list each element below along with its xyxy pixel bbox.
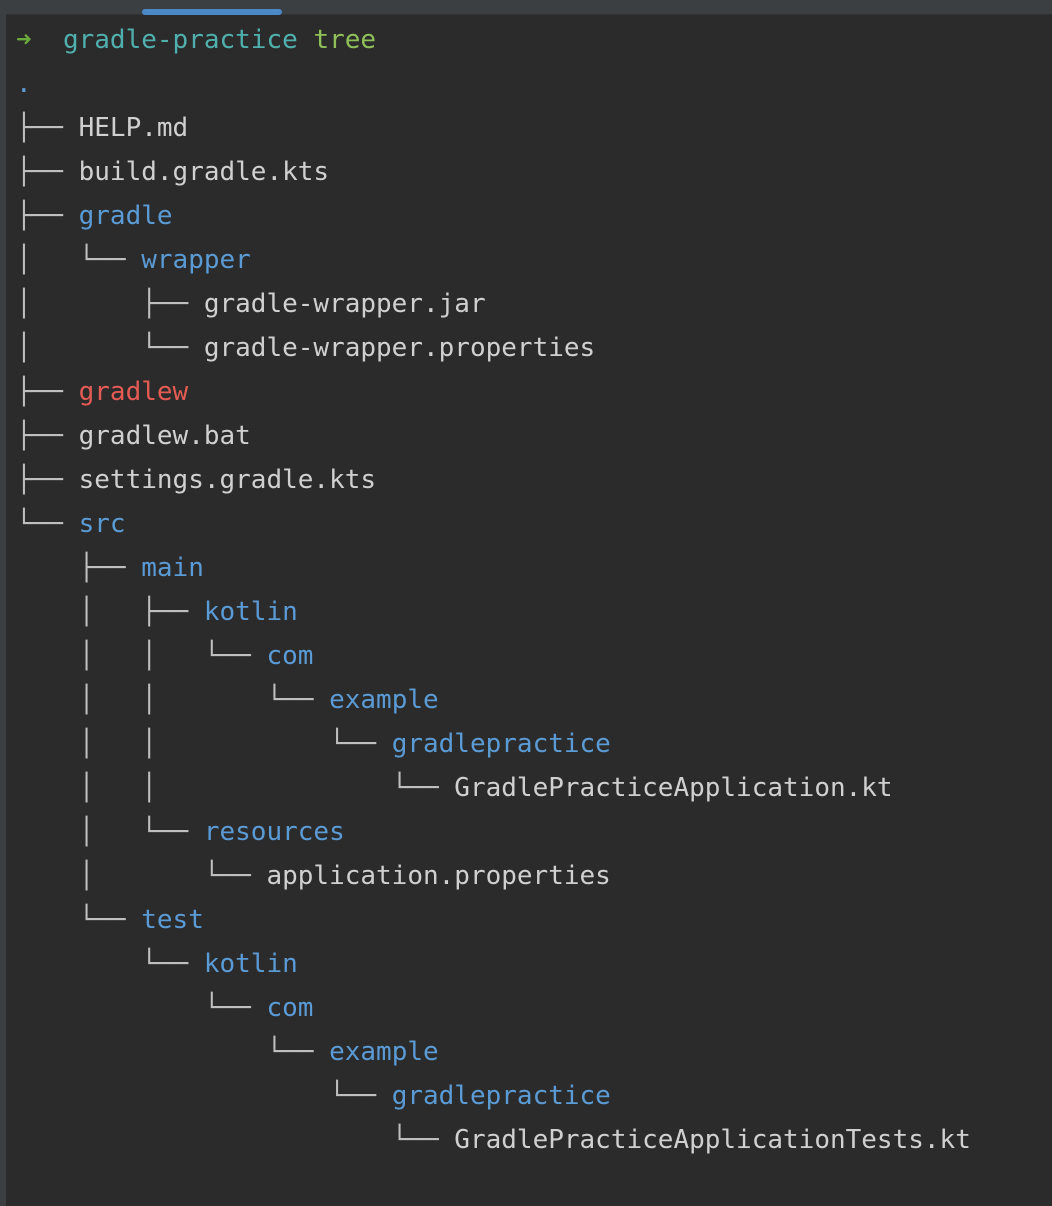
tree-branch-prefix: └── <box>16 1125 455 1155</box>
tree-line: ├── main <box>16 546 1052 590</box>
tree-line: │ │ └── example <box>16 678 1052 722</box>
tree-line: │ ├── gradle-wrapper.jar <box>16 282 1052 326</box>
tree-line: └── src <box>16 502 1052 546</box>
tree-branch-prefix: │ └── <box>16 245 142 275</box>
prompt-command: tree <box>313 25 377 55</box>
tree-root: . <box>16 69 32 99</box>
tree-line: └── GradlePracticeApplicationTests.kt <box>16 1118 1052 1162</box>
tree-branch-prefix: │ │ └── <box>16 729 392 759</box>
tree-directory-name: main <box>141 553 204 583</box>
tree-branch-prefix: │ │ └── <box>16 685 330 715</box>
tree-line: └── gradlepractice <box>16 1074 1052 1118</box>
tree-file-name: GradlePracticeApplication.kt <box>454 773 893 803</box>
tree-directory-name: gradlepractice <box>391 1081 611 1111</box>
tree-file-name: gradle-wrapper.jar <box>203 289 486 319</box>
tree-line: ├── HELP.md <box>16 106 1052 150</box>
tree-directory-name: kotlin <box>203 949 298 979</box>
tree-line: │ └── gradle-wrapper.properties <box>16 326 1052 370</box>
tree-file-name: application.properties <box>266 861 611 891</box>
tree-line: │ │ └── com <box>16 634 1052 678</box>
tree-file-name: settings.gradle.kts <box>78 465 377 495</box>
tree-directory-name: gradlepractice <box>391 729 611 759</box>
tree-branch-prefix: ├── <box>16 113 79 143</box>
tree-line: ├── settings.gradle.kts <box>16 458 1052 502</box>
active-tab-indicator[interactable] <box>142 9 282 15</box>
tree-line: │ │ └── gradlepractice <box>16 722 1052 766</box>
tree-line: │ │ └── GradlePracticeApplication.kt <box>16 766 1052 810</box>
tree-branch-prefix: │ │ └── <box>16 773 455 803</box>
tree-line: │ └── resources <box>16 810 1052 854</box>
terminal-output[interactable]: ➜ gradle-practice tree . ├── HELP.md├── … <box>16 18 1052 1206</box>
tree-branch-prefix: └── <box>16 1081 392 1111</box>
tree-branch-prefix: ├── <box>16 377 79 407</box>
prompt-arrow-icon: ➜ <box>16 25 32 55</box>
tree-branch-prefix: │ └── <box>16 861 267 891</box>
tree-directory-name: resources <box>203 817 345 847</box>
tree-directory-name: example <box>329 1037 439 1067</box>
tree-branch-prefix: └── <box>16 993 267 1023</box>
tree-line: │ └── application.properties <box>16 854 1052 898</box>
tree-listing: ├── HELP.md├── build.gradle.kts├── gradl… <box>16 106 1052 1162</box>
tree-branch-prefix: ├── <box>16 201 79 231</box>
tree-branch-prefix: ├── <box>16 465 79 495</box>
tree-directory-name: gradle <box>78 201 173 231</box>
tree-branch-prefix: ├── <box>16 421 79 451</box>
tree-branch-prefix: │ └── <box>16 333 204 363</box>
tree-directory-name: test <box>141 905 204 935</box>
prompt-line: ➜ gradle-practice tree <box>16 18 1052 62</box>
tree-directory-name: com <box>266 641 314 671</box>
window-left-edge <box>0 0 6 1206</box>
tree-line: │ ├── kotlin <box>16 590 1052 634</box>
tree-file-name: GradlePracticeApplicationTests.kt <box>454 1125 971 1155</box>
tree-branch-prefix: │ └── <box>16 817 204 847</box>
tree-executable-name: gradlew <box>78 377 189 407</box>
tree-line: └── kotlin <box>16 942 1052 986</box>
tree-file-name: build.gradle.kts <box>78 157 330 187</box>
tree-line: ├── build.gradle.kts <box>16 150 1052 194</box>
tree-file-name: HELP.md <box>78 113 189 143</box>
tree-branch-prefix: ├── <box>16 157 79 187</box>
tree-branch-prefix: └── <box>16 1037 330 1067</box>
tree-line: ├── gradlew <box>16 370 1052 414</box>
tree-line: ├── gradle <box>16 194 1052 238</box>
tree-directory-name: com <box>266 993 314 1023</box>
tree-root-line: . <box>16 62 1052 106</box>
tree-branch-prefix: └── <box>16 905 142 935</box>
terminal-tab-bar <box>0 0 1052 15</box>
tree-branch-prefix: │ │ └── <box>16 641 267 671</box>
tree-line: │ └── wrapper <box>16 238 1052 282</box>
tree-directory-name: example <box>329 685 439 715</box>
tree-line: └── test <box>16 898 1052 942</box>
tree-branch-prefix: │ ├── <box>16 597 204 627</box>
tree-line: └── example <box>16 1030 1052 1074</box>
tree-file-name: gradle-wrapper.properties <box>203 333 596 363</box>
tree-line: ├── gradlew.bat <box>16 414 1052 458</box>
tree-directory-name: src <box>78 509 126 539</box>
tree-branch-prefix: │ ├── <box>16 289 204 319</box>
tree-line: └── com <box>16 986 1052 1030</box>
tree-branch-prefix: └── <box>16 509 79 539</box>
prompt-cwd: gradle-practice <box>62 25 298 55</box>
tree-directory-name: kotlin <box>203 597 298 627</box>
tree-branch-prefix: ├── <box>16 553 142 583</box>
tree-file-name: gradlew.bat <box>78 421 251 451</box>
tree-branch-prefix: └── <box>16 949 204 979</box>
tree-directory-name: wrapper <box>141 245 251 275</box>
